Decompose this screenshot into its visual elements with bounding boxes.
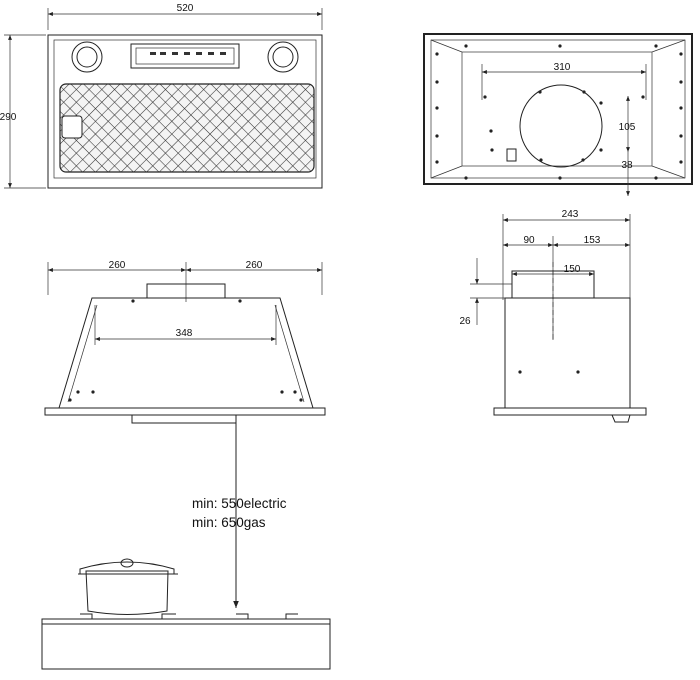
side-inner-label: 348 [176, 328, 193, 339]
top-view: 310 105 38 [423, 33, 693, 196]
hood-side-body [58, 297, 314, 409]
filter-lip [131, 414, 237, 424]
side-view: 260 260 348 [44, 260, 326, 424]
side-right-label: 260 [246, 260, 263, 271]
hood-top-outline [423, 33, 693, 185]
section-left-label: 90 [523, 235, 535, 246]
filter-handle [61, 115, 83, 139]
front-view: 520 290 [0, 3, 323, 189]
front-height-label: 290 [0, 112, 17, 123]
burners [80, 613, 298, 620]
top-offset-label: 38 [621, 160, 633, 171]
section-duct-label: 150 [564, 264, 581, 275]
control-panel-icon [130, 43, 240, 69]
section-view: 243 90 153 150 26 [459, 209, 647, 423]
grease-filter [59, 83, 315, 173]
section-body [504, 297, 631, 409]
top-width-label: 310 [554, 62, 571, 73]
top-height-label: 105 [619, 122, 636, 133]
min-gas-label: min: 650gas [192, 515, 266, 530]
screw-holes [435, 44, 683, 180]
hood-front-body [47, 34, 323, 189]
cooking-pot-icon [78, 558, 178, 615]
section-base-plate [493, 407, 647, 416]
front-width-label: 520 [177, 3, 194, 14]
light-lamp-icon [71, 41, 299, 73]
section-right-label: 153 [584, 235, 601, 246]
side-left-label: 260 [109, 260, 126, 271]
cooktop-counter [41, 618, 331, 670]
min-electric-label: min: 550electric [192, 496, 287, 511]
installation-view: min: 550electric min: 650gas [41, 423, 331, 670]
hood-base-plate [44, 407, 326, 416]
section-step-label: 26 [459, 316, 471, 327]
fan-opening [519, 84, 603, 168]
section-total-label: 243 [562, 209, 579, 220]
